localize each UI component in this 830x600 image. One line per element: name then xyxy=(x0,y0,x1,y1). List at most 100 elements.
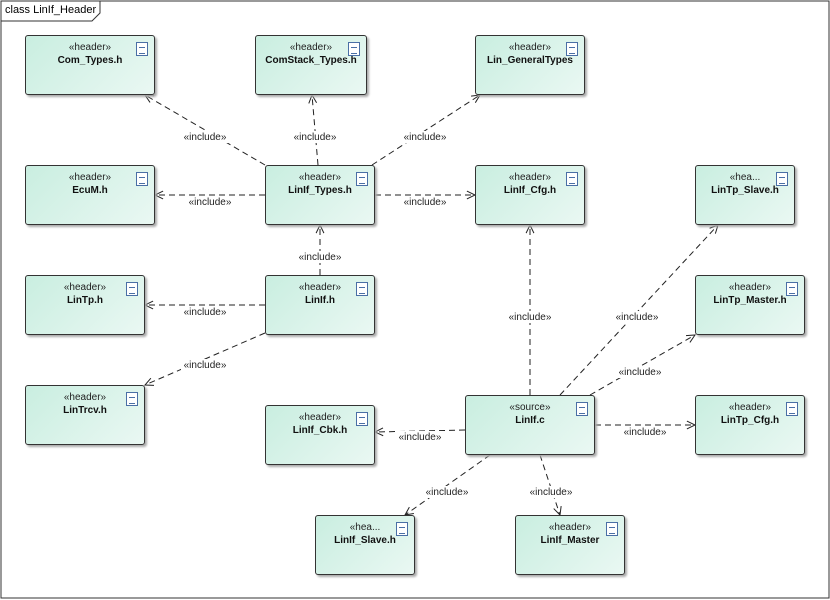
node-name: LinTp_Master.h xyxy=(713,295,787,306)
include-edge-linif_types-to-lingen[interactable] xyxy=(371,94,481,166)
node-name: LinTrcv.h xyxy=(63,405,107,416)
arrowhead-icon xyxy=(143,377,155,386)
edge-label-bg xyxy=(527,486,575,498)
node-name: LinIf_Cbk.h xyxy=(292,425,348,436)
edge-label-bg xyxy=(613,311,661,323)
node-name: LinTp_Cfg.h xyxy=(720,415,780,426)
node-stereotype: «header» xyxy=(63,392,107,403)
node-linif_h[interactable]: «header» LinIf.h xyxy=(265,275,375,335)
node-name: LinTp.h xyxy=(66,295,104,306)
node-stereotype: «header» xyxy=(298,282,342,293)
frame-tab xyxy=(1,1,101,22)
document-icon xyxy=(356,172,368,186)
edge-label-bg xyxy=(181,359,229,371)
arrowhead-icon xyxy=(471,94,481,103)
node-stereotype: «header» xyxy=(728,282,772,293)
arrowhead-icon xyxy=(525,223,535,234)
node-name: LinIf_Types.h xyxy=(288,185,352,196)
node-lingen[interactable]: «header»Lin_GeneralTypes xyxy=(475,35,585,95)
node-linif_cbk[interactable]: «header» LinIf_Cbk.h xyxy=(265,405,375,465)
arrowhead-icon xyxy=(143,300,154,310)
document-icon xyxy=(576,402,588,416)
node-stereotype: «header» xyxy=(298,412,342,423)
node-linif_cfg[interactable]: «header» LinIf_Cfg.h xyxy=(475,165,585,225)
document-icon xyxy=(396,522,408,536)
arrowhead-icon xyxy=(709,224,719,234)
include-label: «include» xyxy=(624,427,667,438)
edge-label-bg xyxy=(401,131,449,143)
include-label: «include» xyxy=(299,252,342,263)
edge-label-bg xyxy=(291,131,339,143)
arrowhead-icon xyxy=(315,223,325,234)
node-stereotype: «header» xyxy=(728,402,772,413)
node-linif_types[interactable]: «header» LinIf_Types.h xyxy=(265,165,375,225)
node-name: EcuM.h xyxy=(72,185,108,196)
document-icon xyxy=(566,42,578,56)
document-icon xyxy=(606,522,618,536)
node-name: LinIf.h xyxy=(305,295,335,306)
document-icon xyxy=(566,172,578,186)
arrowhead-icon xyxy=(144,94,155,103)
edge-label-bg xyxy=(621,426,669,438)
edge-label-bg xyxy=(401,196,449,208)
include-label: «include» xyxy=(509,312,552,323)
include-label: «include» xyxy=(426,487,469,498)
include-label: «include» xyxy=(184,132,227,143)
document-icon xyxy=(356,412,368,426)
node-name: LinIf_Cfg.h xyxy=(503,185,557,196)
node-lintp[interactable]: «header» LinTp.h xyxy=(25,275,145,335)
include-label: «include» xyxy=(399,432,442,443)
include-edge-linif_c-to-linif_master[interactable] xyxy=(539,454,561,516)
node-lintp_master[interactable]: «header» LinTp_Master.h xyxy=(695,275,805,335)
include-edge-linif_c-to-linif_slave[interactable] xyxy=(404,454,491,516)
node-com[interactable]: «header» Com_Types.h xyxy=(25,35,155,95)
document-icon xyxy=(356,282,368,296)
node-lintp_slave[interactable]: «hea...LinTp_Slave.h xyxy=(695,165,795,225)
edge-label-bg xyxy=(186,196,234,208)
document-icon xyxy=(786,282,798,296)
node-stereotype: «header» xyxy=(508,172,552,183)
node-linif_slave[interactable]: «hea... LinIf_Slave.h xyxy=(315,515,415,575)
include-label: «include» xyxy=(404,132,447,143)
node-name: ComStack_Types.h xyxy=(265,55,357,66)
node-comstack[interactable]: «header» ComStack_Types.h xyxy=(255,35,367,95)
arrowhead-icon xyxy=(308,93,318,104)
edge-label-bg xyxy=(616,366,664,378)
node-linif_master[interactable]: «header»LinIf_Master xyxy=(515,515,625,575)
node-stereotype: «header» xyxy=(63,282,107,293)
document-icon xyxy=(348,42,360,56)
include-edge-linif_c-to-lintp_slave[interactable] xyxy=(559,224,719,396)
node-stereotype: «header» xyxy=(289,42,333,53)
node-lintrcv[interactable]: «header» LinTrcv.h xyxy=(25,385,145,445)
include-label: «include» xyxy=(184,360,227,371)
node-name: LinIf_Master xyxy=(540,535,600,546)
include-label: «include» xyxy=(619,367,662,378)
document-icon xyxy=(136,172,148,186)
include-label: «include» xyxy=(294,132,337,143)
arrowhead-icon xyxy=(373,427,384,437)
node-name: LinTp_Slave.h xyxy=(711,185,779,196)
node-linif_c[interactable]: «source»LinIf.c xyxy=(465,395,595,455)
edge-label-bg xyxy=(296,251,344,263)
edge-label-bg xyxy=(506,311,554,323)
node-name: Com_Types.h xyxy=(57,55,123,66)
document-icon xyxy=(786,402,798,416)
include-label: «include» xyxy=(530,487,573,498)
arrowhead-icon xyxy=(153,190,164,200)
node-lintp_cfg[interactable]: «header» LinTp_Cfg.h xyxy=(695,395,805,455)
edge-label-bg xyxy=(396,431,444,443)
include-edge-linif_c-to-lintp_master[interactable] xyxy=(589,334,696,396)
document-icon xyxy=(126,282,138,296)
node-name: LinIf_Slave.h xyxy=(334,535,396,546)
node-stereotype: «header» xyxy=(68,42,112,53)
include-edge-linif_types-to-comstack[interactable] xyxy=(311,94,319,166)
node-stereotype: «header» xyxy=(298,172,342,183)
frame-title: class LinIf_Header xyxy=(5,4,97,16)
node-ecum[interactable]: «header» EcuM.h xyxy=(25,165,155,225)
include-edge-linif_types-to-com[interactable] xyxy=(144,94,266,166)
node-stereotype: «header» xyxy=(68,172,112,183)
arrowhead-icon xyxy=(685,334,696,343)
node-stereotype: «hea... xyxy=(349,522,381,533)
